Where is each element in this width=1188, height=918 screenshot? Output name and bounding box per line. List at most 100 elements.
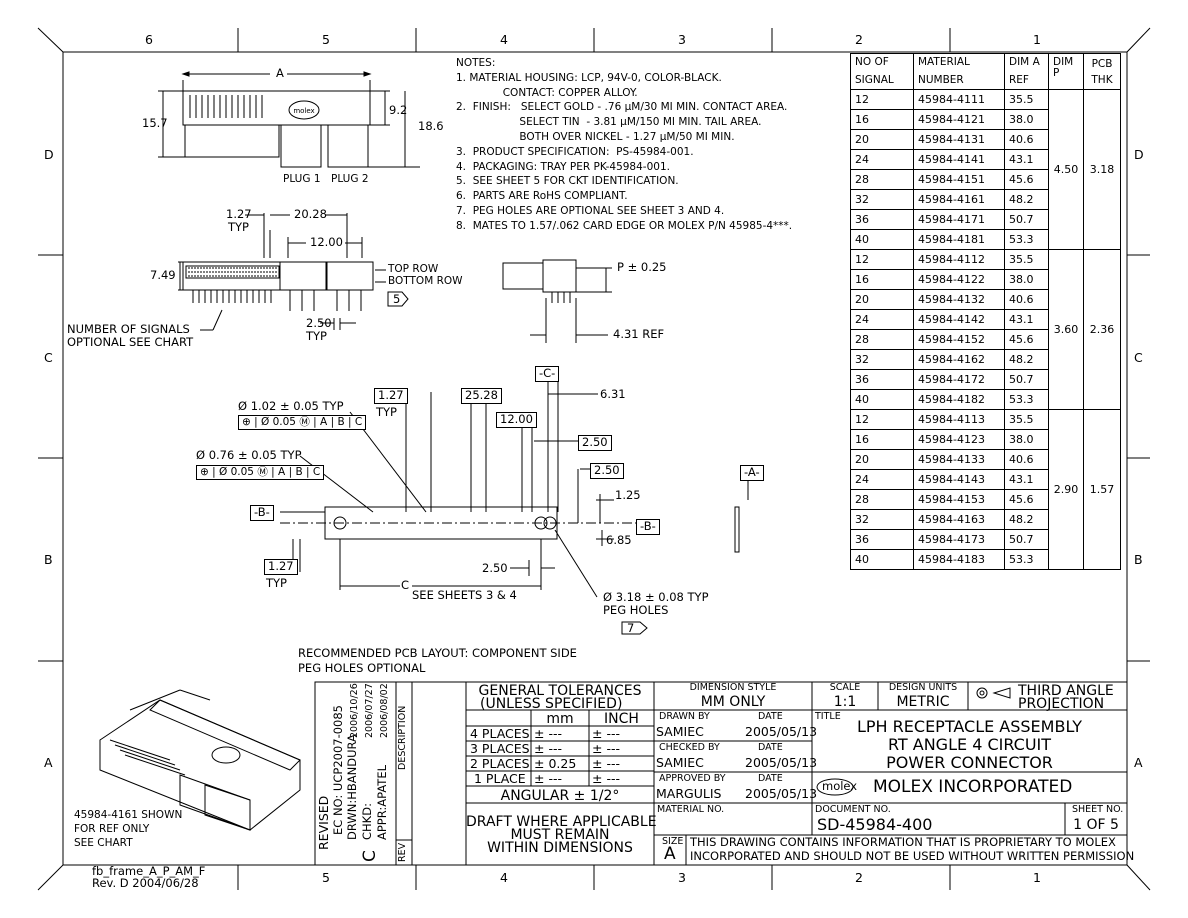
zone-right-d: D (1134, 147, 1144, 162)
tolerance-row-inch: ± --- (592, 741, 620, 756)
rev-value: C (360, 850, 380, 862)
checked-by-rev: CHKD: (360, 803, 374, 840)
datum-b-right: -B- (636, 519, 660, 535)
projection-label: THIRD ANGLE (1018, 683, 1114, 699)
tolerance-title: GENERAL TOLERANCES (478, 683, 642, 699)
iso-view (99, 689, 301, 831)
date-label: DATE (758, 773, 783, 784)
dim-2-50-c: 2.50 (482, 561, 508, 575)
dim-style-value: MM ONLY (700, 694, 766, 710)
rev-date: 2006/10/26 (349, 683, 360, 738)
dim-12-00: 12.00 (310, 235, 343, 249)
dim-1-27-box-b: 1.27 (264, 559, 298, 575)
zone-bottom-1: 1 (1033, 870, 1041, 885)
note-line: 4. PACKAGING: TRAY PER PK-45984-001. (456, 160, 670, 173)
note-line: 3. PRODUCT SPECIFICATION: PS-45984-001. (456, 145, 694, 158)
tolerance-col-inch: INCH (604, 711, 639, 727)
size-label: SIZE (662, 836, 684, 847)
approved-date: 2005/05/13 (745, 786, 818, 801)
zone-left-a: A (44, 755, 53, 770)
rev-date: 2006/07/27 (364, 683, 375, 738)
iso-caption: FOR REF ONLY (74, 823, 150, 835)
drawing-title: RT ANGLE 4 CIRCUIT (887, 735, 1052, 754)
date-label: DATE (758, 711, 783, 722)
note-line: 6. PARTS ARE RoHS COMPLIANT. (456, 190, 628, 203)
drawn-by-label: DRAWN BY (659, 711, 710, 722)
dim-1-25: 1.25 (615, 488, 641, 502)
zone-bottom-3: 3 (678, 870, 686, 885)
tolerance-row-label: 4 PLACES (470, 726, 530, 741)
proprietary-note: THIS DRAWING CONTAINS INFORMATION THAT I… (690, 835, 1116, 849)
cell-dim-a: 38.0 (1004, 268, 1049, 290)
dim-6-31: 6.31 (600, 387, 626, 401)
tolerance-row-mm: ± --- (534, 741, 562, 756)
draft-note: DRAFT WHERE APPLICABLE (466, 814, 657, 830)
hole-dia-1: Ø 1.02 ± 0.05 TYP (238, 399, 344, 413)
projection-label: PROJECTION (1018, 696, 1105, 712)
plug-1-label: PLUG 1 (283, 173, 321, 185)
datum-b-left: -B- (250, 505, 274, 521)
zone-bottom-5: 5 (322, 870, 330, 885)
description-header: DESCRIPTION (397, 705, 408, 770)
size-value: A (664, 844, 676, 864)
approved-by-rev: APPR:APATEL (375, 765, 389, 840)
peg-hole-dia: Ø 3.18 ± 0.08 TYP (603, 590, 709, 604)
pcb-caption: PEG HOLES OPTIONAL (298, 661, 426, 675)
document-no: SD-45984-400 (817, 815, 933, 834)
proprietary-note: INCORPORATED AND SHOULD NOT BE USED WITH… (690, 849, 1135, 863)
signals-note: NUMBER OF SIGNALS (67, 322, 190, 336)
drawn-date: 2005/05/13 (745, 724, 818, 739)
iso-caption: 45984-4161 SHOWN (74, 809, 183, 821)
zone-left-b: B (44, 552, 53, 567)
dim-a-label: A (276, 66, 284, 80)
iso-caption: SEE CHART (74, 837, 133, 849)
drawing-title: POWER CONNECTOR (886, 753, 1053, 772)
dim-6-85: 6.85 (606, 533, 632, 547)
cell-dim-a: 53.3 (1004, 548, 1049, 570)
dim-15-7: 15.7 (142, 116, 168, 130)
note-line: 2. FINISH: SELECT GOLD - .76 μM/30 MI MI… (456, 101, 788, 114)
note-line: 1. MATERIAL HOUSING: LCP, 94V-0, COLOR-B… (456, 71, 722, 84)
dim-2-50: 2.50 (306, 316, 332, 330)
cell-dim-a: 38.0 (1004, 108, 1049, 130)
pcb-caption: RECOMMENDED PCB LAYOUT: COMPONENT SIDE (298, 646, 577, 660)
tolerance-row-inch: ± --- (592, 726, 620, 741)
checked-by-label: CHECKED BY (659, 742, 720, 753)
side-view (502, 259, 612, 343)
date-label: DATE (758, 742, 783, 753)
note-line: BOTH OVER NICKEL - 1.27 μM/50 MI MIN. (456, 130, 735, 143)
svg-text:molex: molex (293, 107, 314, 115)
zone-top-3: 3 (678, 32, 686, 47)
tolerance-row-label: 2 PLACES (470, 756, 530, 771)
notes: NOTES: 1. MATERIAL HOUSING: LCP, 94V-0, … (456, 56, 792, 234)
tolerance-angular: ANGULAR ± 1/2° (500, 788, 620, 804)
sheet-no: 1 OF 5 (1073, 817, 1119, 833)
zone-top-4: 4 (500, 32, 508, 47)
frame-id: fb_frame_A_P_AM_F (92, 864, 206, 878)
typ-label: TYP (376, 405, 397, 419)
cell-pcb-thk: 3.18 (1083, 88, 1121, 250)
top-row-label: TOP ROW (388, 263, 439, 275)
drawing-title: LPH RECEPTACLE ASSEMBLY (856, 717, 1083, 736)
tolerance-col-mm: mm (546, 711, 574, 727)
zone-top-6: 6 (145, 32, 153, 47)
zone-right-b: B (1134, 552, 1143, 567)
notes-heading: NOTES: (456, 57, 496, 69)
flag-note-7: 7 (627, 621, 635, 635)
dim-20-28: 20.28 (294, 207, 327, 221)
dim-9-2: 9.2 (389, 103, 408, 117)
dim-7-49: 7.49 (150, 268, 176, 282)
cell-dim-a: 48.2 (1004, 508, 1049, 530)
